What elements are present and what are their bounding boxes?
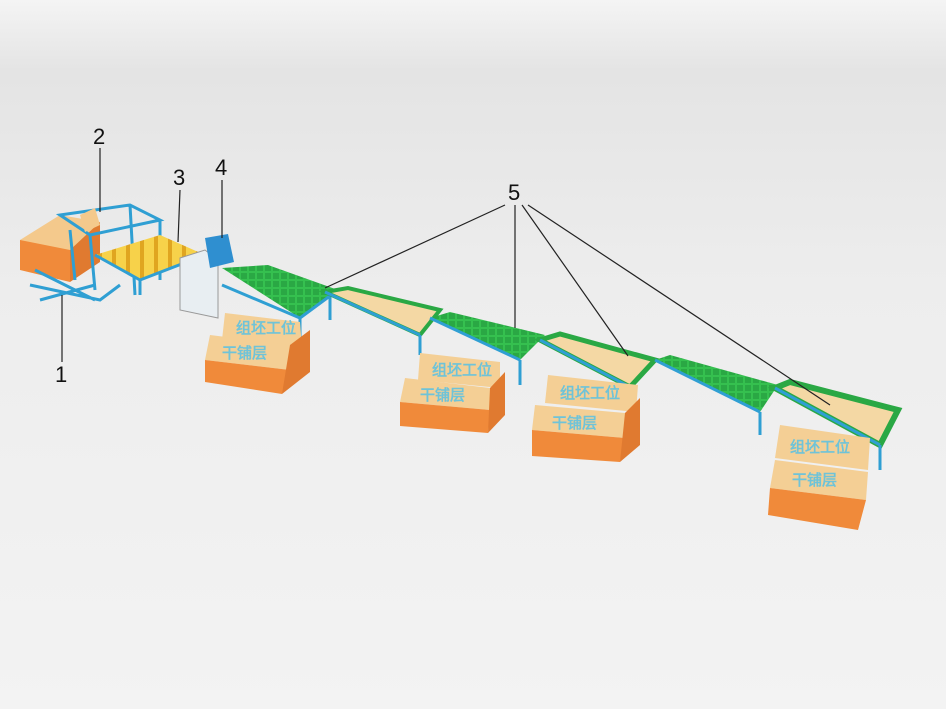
- callout-2: 2: [93, 124, 105, 149]
- station-stack-3: 组坯工位 干铺层: [532, 375, 640, 462]
- conveyor-table-5: [654, 355, 778, 435]
- station-1-top-label: 组坯工位: [236, 319, 296, 337]
- station-2-bottom-label: 干铺层: [420, 386, 465, 404]
- callout-3: 3: [173, 165, 185, 190]
- station-4-top-label: 组坯工位: [790, 438, 850, 456]
- station-2-top-label: 组坯工位: [432, 361, 492, 379]
- conveyor-table-2: [318, 285, 444, 355]
- callout-4: 4: [215, 155, 227, 180]
- callout-5: 5: [508, 180, 520, 205]
- press-machine: [179, 234, 234, 319]
- station-stack-1: 组坯工位 干铺层: [205, 313, 310, 394]
- conveyor-table-6: [767, 378, 903, 470]
- station-3-top-label: 组坯工位: [560, 384, 620, 402]
- conveyor-table-3: [429, 312, 545, 385]
- station-4-bottom-label: 干铺层: [792, 471, 837, 489]
- callout-lines: [61, 148, 831, 406]
- station-stack-2: 组坯工位 干铺层: [400, 353, 505, 433]
- station-3-bottom-label: 干铺层: [552, 414, 597, 432]
- callout-1: 1: [55, 362, 67, 387]
- station-1-bottom-label: 干铺层: [222, 344, 267, 362]
- station-stack-4: 组坯工位 干铺层: [768, 425, 870, 530]
